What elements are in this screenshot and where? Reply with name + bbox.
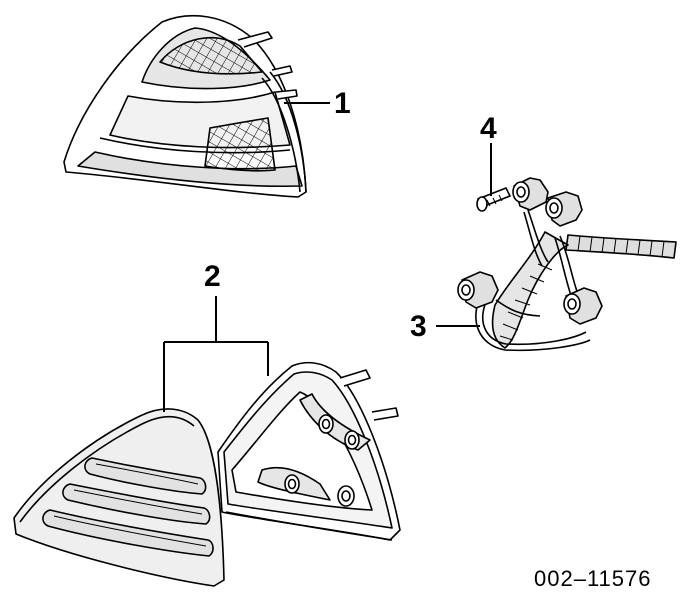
reference-number: 002–11576 — [534, 566, 652, 591]
lens-icon — [13, 408, 225, 587]
callout-1: 1 — [334, 87, 351, 120]
housing-icon — [217, 361, 401, 541]
leader-bracket-2 — [163, 296, 269, 412]
callout-3: 3 — [410, 310, 427, 343]
callout-2: 2 — [204, 260, 221, 293]
tail-lamp-assembly-icon — [63, 14, 307, 198]
wiring-harness-icon — [457, 177, 677, 352]
callout-4: 4 — [480, 112, 497, 145]
screw-icon — [476, 186, 512, 212]
